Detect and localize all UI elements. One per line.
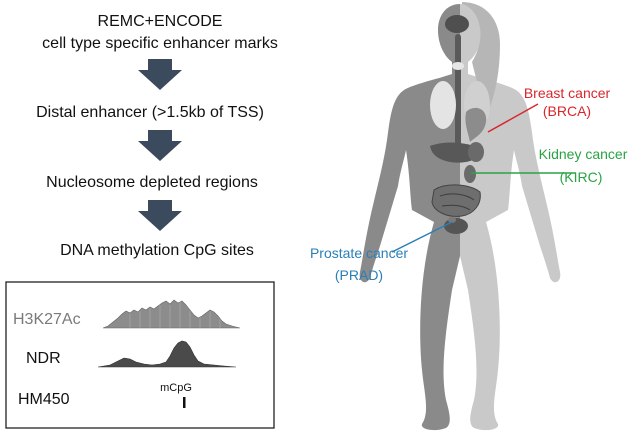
h3k27ac-signal-track <box>102 299 241 329</box>
step1-subtitle: cell type specific enhancer marks <box>42 35 278 52</box>
prostate-cancer-label: Prostate cancer <box>310 245 408 261</box>
step2-text: Distal enhancer (>1.5kb of TSS) <box>36 104 264 121</box>
human-body-illustration <box>359 2 561 431</box>
ndr-signal-track <box>97 340 237 368</box>
down-arrow-icon <box>138 200 182 231</box>
breast-cancer-label: Breast cancer <box>524 85 611 101</box>
step4-text: DNA methylation CpG sites <box>60 242 254 259</box>
breast-cancer-code: (BRCA) <box>543 103 591 119</box>
down-arrow-icon <box>138 130 182 161</box>
ndr-label: NDR <box>26 350 61 367</box>
down-arrow-icon <box>138 59 182 90</box>
prostate-cancer-code: (PRAD) <box>335 267 383 283</box>
hm450-label: HM450 <box>18 391 70 408</box>
step3-text: Nucleosome depleted regions <box>46 174 258 191</box>
breast-leader-line <box>487 103 539 133</box>
kidney-cancer-code: (KIRC) <box>560 169 603 185</box>
h3k27ac-hatching <box>129 302 221 328</box>
mcpg-label: mCpG <box>160 382 192 394</box>
kidney-cancer-label: Kidney cancer <box>539 146 628 162</box>
track-box <box>5 281 275 429</box>
prostate-leader-line <box>391 221 453 253</box>
cpg-site-marker <box>183 397 186 408</box>
h3k27ac-label: H3K27Ac <box>13 311 81 328</box>
step1-title: REMC+ENCODE <box>98 13 223 30</box>
